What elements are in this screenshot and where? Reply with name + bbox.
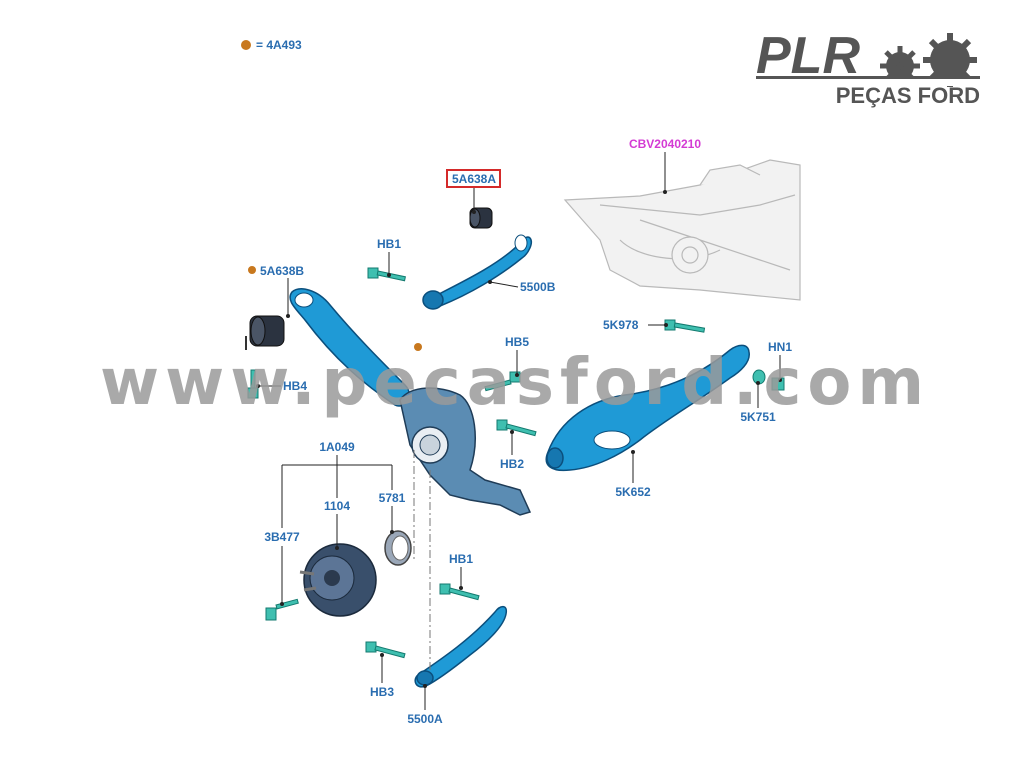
label-5781: 5781 bbox=[379, 491, 406, 505]
logo-subtitle: PEÇAS FORD bbox=[836, 83, 980, 108]
lower-arm-5500a bbox=[414, 605, 508, 688]
ring-5781 bbox=[384, 530, 412, 566]
bolt-hb3 bbox=[365, 641, 406, 659]
label-5a638b: 5A638B bbox=[260, 264, 304, 278]
label-hb1-top: HB1 bbox=[377, 237, 401, 251]
label-5k751: 5K751 bbox=[740, 410, 776, 424]
label-hb4: HB4 bbox=[283, 379, 307, 393]
bolt-hb2 bbox=[496, 419, 537, 437]
leader-lines bbox=[256, 152, 782, 710]
bolt-5k978 bbox=[664, 319, 706, 333]
bolt-hb1-bottom bbox=[439, 583, 480, 601]
knuckle bbox=[399, 343, 532, 516]
legend-marker bbox=[241, 40, 251, 50]
bolt-hb1-top bbox=[367, 267, 406, 282]
label-5500b: 5500B bbox=[520, 280, 556, 294]
lower-arm-5k652 bbox=[545, 344, 750, 472]
label-3b477: 3B477 bbox=[264, 530, 300, 544]
bolt-hb5 bbox=[484, 371, 521, 392]
logo-brand: PLR bbox=[756, 27, 860, 85]
label-hb5: HB5 bbox=[505, 335, 529, 349]
label-hb2: HB2 bbox=[500, 457, 524, 471]
bolt-3b477 bbox=[265, 598, 299, 621]
watermark-text: www.pecasford.com bbox=[100, 346, 930, 420]
subframe-ghost bbox=[563, 159, 801, 301]
marker-5a638b bbox=[248, 266, 256, 274]
label-1104: 1104 bbox=[324, 499, 350, 513]
brand-logo: PLR PEÇAS FORD bbox=[756, 27, 980, 108]
label-5a638a: 5A638A bbox=[452, 172, 496, 186]
label-5k978: 5K978 bbox=[603, 318, 639, 332]
label-hb1-bottom: HB1 bbox=[449, 552, 473, 566]
bolts bbox=[247, 267, 785, 659]
label-5500a: 5500A bbox=[407, 712, 443, 726]
callouts: CBV2040210 5A638A 5A638B HB1 5500B 5K978… bbox=[248, 137, 792, 726]
label-hb3: HB3 bbox=[370, 685, 394, 699]
highlight-box bbox=[446, 169, 501, 188]
gears-icon bbox=[860, 33, 980, 87]
bolt-hb4 bbox=[247, 369, 259, 399]
label-5k652: 5K652 bbox=[615, 485, 651, 499]
hub-bearing-1104 bbox=[299, 543, 377, 617]
bushing-5a638b bbox=[245, 315, 285, 350]
label-cbv2040210: CBV2040210 bbox=[629, 137, 701, 151]
legend: = 4A493 bbox=[241, 38, 302, 52]
label-hn1: HN1 bbox=[768, 340, 792, 354]
marker-4a493 bbox=[414, 343, 422, 351]
label-1a049: 1A049 bbox=[319, 440, 355, 454]
logo-divider bbox=[756, 76, 980, 79]
upper-arm-5500b bbox=[422, 234, 533, 310]
legend-text: = 4A493 bbox=[256, 38, 302, 52]
alignment-lines bbox=[413, 450, 431, 670]
